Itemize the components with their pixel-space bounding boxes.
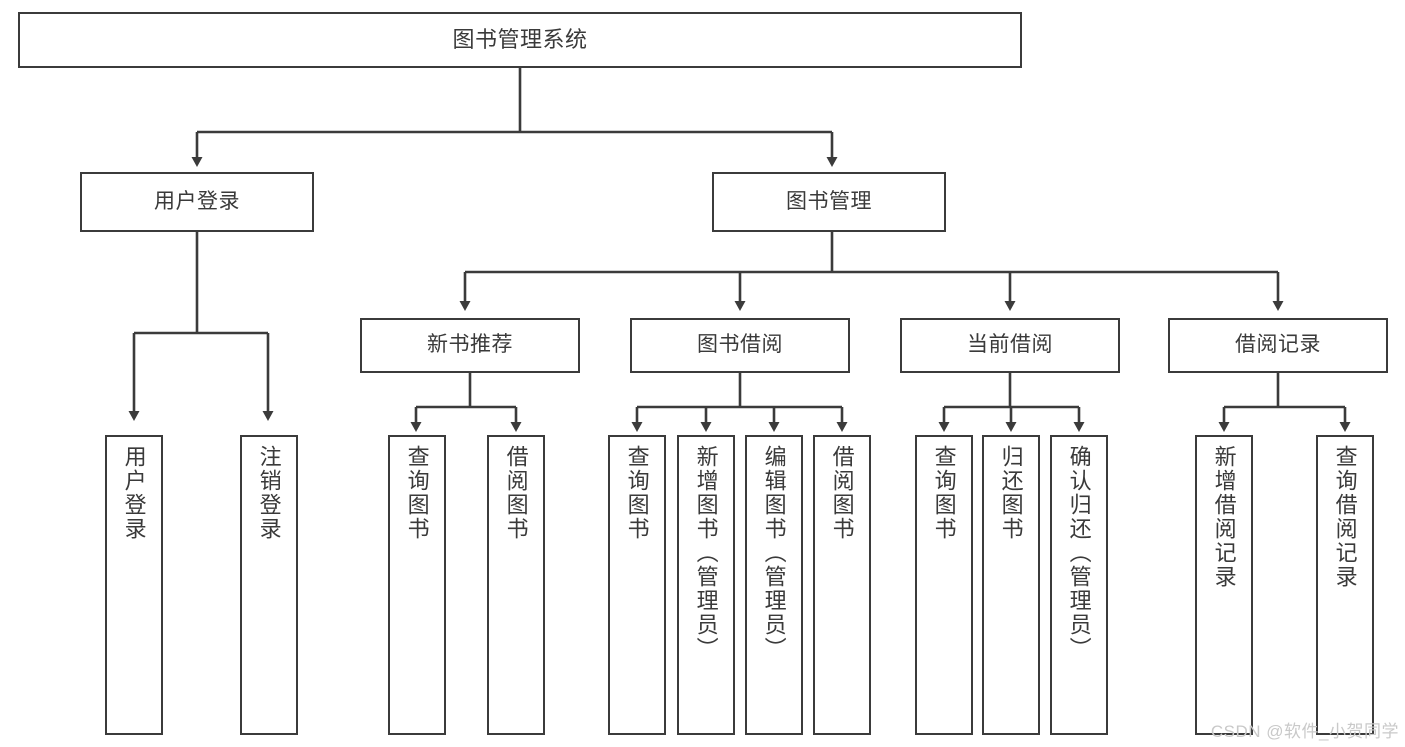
leaf-borrow-record-query-record[interactable]: 查询借阅记录 xyxy=(1316,435,1374,735)
node-book-management[interactable]: 图书管理 xyxy=(712,172,946,232)
leaf-new-book-query-books[interactable]: 查询图书 xyxy=(388,435,446,735)
node-label: 用户登录 xyxy=(121,445,147,541)
watermark-text: CSDN @软件_小贺同学 xyxy=(1210,722,1399,741)
leaf-book-borrow-edit-book-admin[interactable]: 编辑图书（管理员） xyxy=(745,435,803,735)
leaf-current-borrow-query-books[interactable]: 查询图书 xyxy=(915,435,973,735)
leaf-current-borrow-return-books[interactable]: 归还图书 xyxy=(982,435,1040,735)
node-label: 查询图书 xyxy=(404,445,430,541)
node-new-book-recommend[interactable]: 新书推荐 xyxy=(360,318,580,373)
node-root-book-management-system[interactable]: 图书管理系统 xyxy=(18,12,1022,68)
leaf-book-borrow-borrow-books[interactable]: 借阅图书 xyxy=(813,435,871,735)
node-label: 查询图书 xyxy=(624,445,650,541)
node-label: 新增图书（管理员） xyxy=(693,445,719,661)
node-label: 新增借阅记录 xyxy=(1211,445,1237,589)
node-label: 注销登录 xyxy=(256,445,282,541)
leaf-book-borrow-query-books[interactable]: 查询图书 xyxy=(608,435,666,735)
node-label: 新书推荐 xyxy=(427,333,513,357)
leaf-borrow-record-add-record[interactable]: 新增借阅记录 xyxy=(1195,435,1253,735)
node-book-borrow[interactable]: 图书借阅 xyxy=(630,318,850,373)
leaf-book-borrow-add-book-admin[interactable]: 新增图书（管理员） xyxy=(677,435,735,735)
node-label: 确认归还（管理员） xyxy=(1066,445,1092,661)
leaf-user-login-logout[interactable]: 注销登录 xyxy=(240,435,298,735)
node-label: 图书管理 xyxy=(786,189,872,213)
node-label: 编辑图书（管理员） xyxy=(761,445,787,661)
node-label: 图书管理系统 xyxy=(452,27,588,53)
node-current-borrow[interactable]: 当前借阅 xyxy=(900,318,1120,373)
node-label: 查询借阅记录 xyxy=(1332,445,1358,589)
leaf-new-book-borrow-books[interactable]: 借阅图书 xyxy=(487,435,545,735)
leaf-user-login-login[interactable]: 用户登录 xyxy=(105,435,163,735)
node-label: 用户登录 xyxy=(154,189,240,213)
node-label: 当前借阅 xyxy=(967,333,1053,357)
node-borrow-record[interactable]: 借阅记录 xyxy=(1168,318,1388,373)
node-user-login[interactable]: 用户登录 xyxy=(80,172,314,232)
node-label: 查询图书 xyxy=(931,445,957,541)
node-label: 借阅图书 xyxy=(829,445,855,541)
node-label: 借阅记录 xyxy=(1235,333,1321,357)
node-label: 图书借阅 xyxy=(697,333,783,357)
leaf-current-borrow-confirm-return-admin[interactable]: 确认归还（管理员） xyxy=(1050,435,1108,735)
node-label: 借阅图书 xyxy=(503,445,529,541)
node-label: 归还图书 xyxy=(998,445,1024,541)
